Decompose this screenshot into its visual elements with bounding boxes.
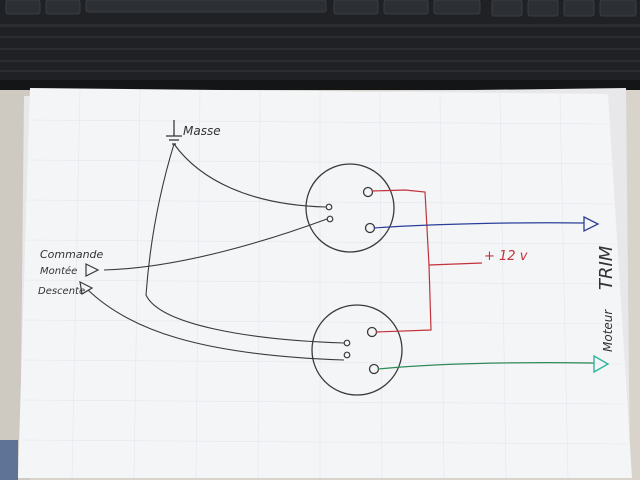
switch-top-body xyxy=(305,163,395,253)
keyboard-key xyxy=(433,0,481,15)
keyboard-key xyxy=(85,0,327,13)
motor-word-label: Moteur xyxy=(601,309,615,352)
keyboard-key xyxy=(563,0,595,17)
red-wire-bottom xyxy=(375,264,432,333)
switch-top-terminal-ground xyxy=(325,203,333,211)
blue-wire-to-motor xyxy=(373,222,585,229)
motor-trim-label: TRIM xyxy=(596,245,617,290)
switch-bottom-terminal-ground xyxy=(343,339,351,347)
red-wire-top xyxy=(371,189,430,266)
switch-bottom-body xyxy=(311,304,403,396)
keyboard-key xyxy=(527,0,559,17)
down-input-arrow-icon xyxy=(79,280,94,295)
switch-bottom-terminal-down xyxy=(343,351,351,359)
command-label: Commande xyxy=(40,248,104,261)
keyboard-key xyxy=(5,0,41,15)
keyboard-key xyxy=(333,0,379,15)
switch-top-terminal-red xyxy=(362,186,374,198)
switch-bottom-terminal-red xyxy=(366,326,378,338)
keyboard-key xyxy=(45,0,81,15)
down-label: Descente xyxy=(38,286,85,297)
up-input-arrow-icon xyxy=(85,263,100,277)
keyboard-key xyxy=(491,0,523,17)
keyboard-bottom-edge xyxy=(0,80,640,90)
supply-label: + 12 v xyxy=(484,249,528,264)
pencil-wires xyxy=(87,143,345,361)
up-label: Montée xyxy=(40,265,77,277)
switch-bottom-terminal-green xyxy=(368,363,380,375)
red-wire-12v xyxy=(371,189,483,333)
wire-up-to-switch-top xyxy=(103,218,328,271)
wire-ground-to-switch-bottom xyxy=(145,143,345,344)
blue-wire-arrow-icon xyxy=(583,215,600,233)
switch-bottom xyxy=(311,304,403,396)
blue-object-corner xyxy=(0,440,18,480)
switch-top xyxy=(305,163,395,253)
ground-label: Masse xyxy=(183,124,221,138)
wire-down-to-switch-bottom xyxy=(87,289,345,361)
keyboard-texture xyxy=(0,24,640,72)
green-wire-arrow-icon xyxy=(593,354,610,374)
red-wire-supply xyxy=(428,262,483,266)
switch-top-terminal-up xyxy=(326,215,334,223)
keyboard-key xyxy=(383,0,429,15)
paper-sheet xyxy=(18,88,632,478)
switch-top-terminal-blue xyxy=(364,222,376,234)
keyboard xyxy=(0,0,640,90)
keyboard-key xyxy=(599,0,637,17)
wire-ground-to-switch-top xyxy=(173,143,327,208)
keyboard-keys xyxy=(5,0,637,17)
green-wire-to-motor xyxy=(377,362,595,370)
